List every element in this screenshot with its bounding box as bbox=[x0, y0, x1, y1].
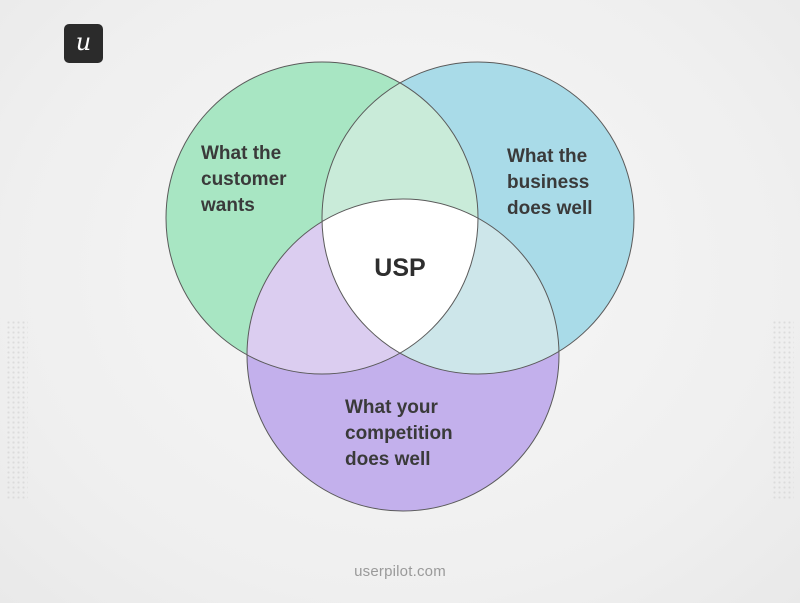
business-label: What the business does well bbox=[507, 146, 595, 219]
userpilot-logo: u bbox=[64, 24, 103, 63]
customer-label: What the customer wants bbox=[200, 143, 292, 216]
usp-label: USP bbox=[374, 254, 425, 282]
dot-pattern-right bbox=[772, 320, 794, 500]
dot-pattern-left bbox=[6, 320, 28, 500]
competition-label: What your competition does well bbox=[345, 397, 458, 470]
footer-source: userpilot.com bbox=[354, 563, 446, 580]
circle-outlines bbox=[165, 61, 635, 512]
